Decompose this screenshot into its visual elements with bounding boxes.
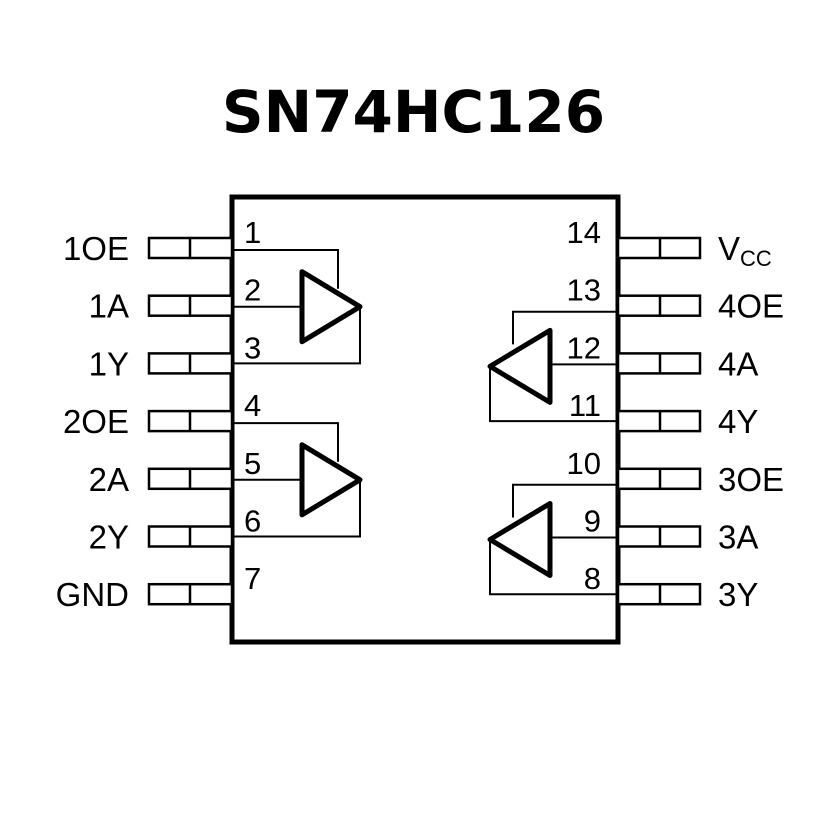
enable-wire [512,310,618,345]
pin-2: 1A 2 [89,273,262,325]
pin-number: 3 [244,330,261,365]
enable-wire [512,483,618,518]
pin-number: 5 [244,446,261,481]
right-pins: VCC 14 4OE 13 4A 12 4Y 11 3OE 10 3A 9 3Y 8 [567,215,785,613]
chip-title: SN74HC126 [221,78,606,146]
buffer-triangle-icon [299,442,363,518]
output-wire [232,306,361,365]
pin-name: 4A [718,345,758,382]
pin-number: 11 [569,388,601,423]
pin-name: 2OE [63,403,129,440]
buffer-triangle-icon [299,269,363,345]
pin-13: 4OE 13 [567,273,785,325]
pin-number: 6 [244,504,261,539]
pin-number: 2 [244,273,261,308]
pin-number: 12 [567,330,601,365]
pin-6: 2Y 6 [89,504,262,556]
buffer-2 [232,422,363,538]
pin-number: 13 [567,273,601,308]
pin-14: VCC 14 [567,215,772,271]
buffer-triangle-icon [487,501,553,578]
pin-name: 4OE [718,288,784,325]
buffer-3 [487,483,618,596]
pin-10: 3OE 10 [567,446,785,498]
pin-3: 1Y 3 [89,330,262,382]
enable-wire [232,249,339,289]
output-wire [232,479,361,538]
pin-number: 10 [567,446,601,481]
buffer-4 [487,310,618,423]
pin-number: 9 [584,504,601,539]
pin-1: 1OE 1 [63,215,261,267]
pin-4: 2OE 4 [63,388,261,440]
output-wire [489,366,618,423]
pin-number: 4 [244,388,261,423]
pin-9: 3A 9 [584,504,759,556]
pin-number: 1 [244,215,261,250]
pin-name: VCC [718,230,772,271]
pin-name: 1OE [63,230,129,267]
buffer-triangle-icon [487,327,553,405]
pin-name: 2A [89,461,129,498]
pin-name: 4Y [718,403,758,440]
buffers [232,249,618,596]
pin-name: GND [56,576,129,613]
enable-wire [232,422,339,462]
output-wire [489,539,618,596]
pin-11: 4Y 11 [569,388,759,440]
pin-name: 3A [718,519,758,556]
pin-name: 2Y [89,519,129,556]
pin-12: 4A 12 [567,330,759,382]
chip-body [229,194,621,645]
pin-name: 3Y [718,576,758,613]
pin-7: GND 7 [56,561,262,613]
pin-number: 7 [244,561,261,596]
pin-number: 14 [567,215,601,250]
pin-number: 8 [584,561,601,596]
pin-8: 3Y 8 [584,561,759,613]
pin-name: 1Y [89,345,129,382]
buffer-1 [232,249,363,365]
pin-5: 2A 5 [89,446,262,498]
pin-name: 3OE [718,461,784,498]
pin-name: 1A [89,288,129,325]
